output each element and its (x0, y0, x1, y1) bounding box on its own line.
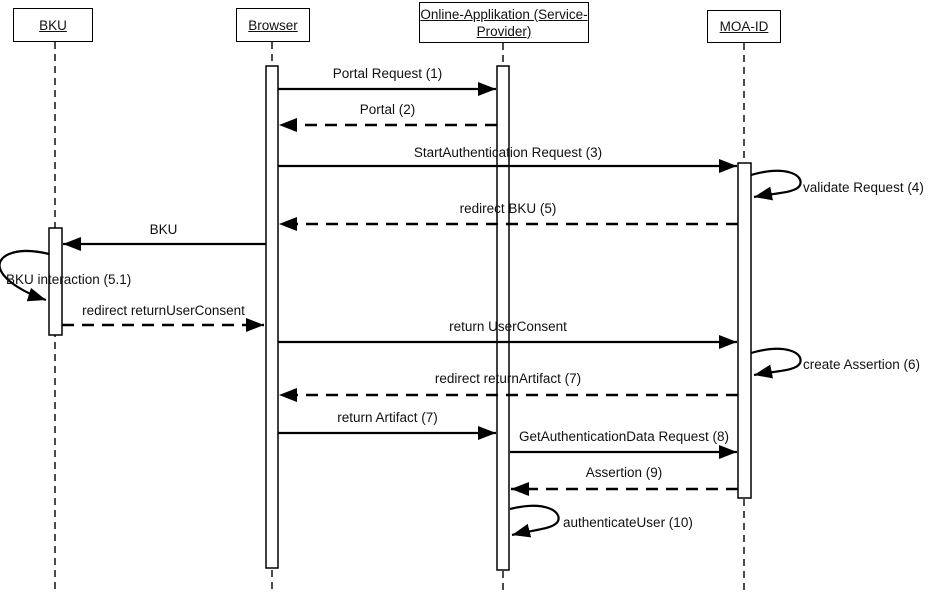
participant-box-moa-id: MOA-ID (707, 10, 781, 43)
self-loop-create-assertion-6 (750, 347, 802, 379)
self-loop-validate-request-4 (750, 169, 802, 201)
participant-label-bku: BKU (39, 17, 67, 33)
participant-label-online-applikation-line1: Online-Applikation (Service- (420, 6, 588, 22)
participant-box-online-applikation: Online-Applikation (Service- Provider) (419, 2, 589, 43)
self-loop-bku-interaction-5-1 (0, 249, 50, 302)
activation-bar-moa-id (737, 162, 752, 499)
participant-label-online-applikation-line2: Provider) (476, 23, 532, 39)
activation-bar-browser (265, 65, 279, 569)
activation-bar-bku (48, 227, 63, 336)
participant-label-browser: Browser (248, 17, 298, 33)
participant-box-bku: BKU (13, 8, 93, 42)
activation-bar-online-applikation (496, 65, 510, 571)
participant-label-moa-id: MOA-ID (719, 19, 769, 34)
participant-box-browser: Browser (236, 8, 310, 42)
self-loop-authenticateuser-10 (509, 504, 560, 538)
